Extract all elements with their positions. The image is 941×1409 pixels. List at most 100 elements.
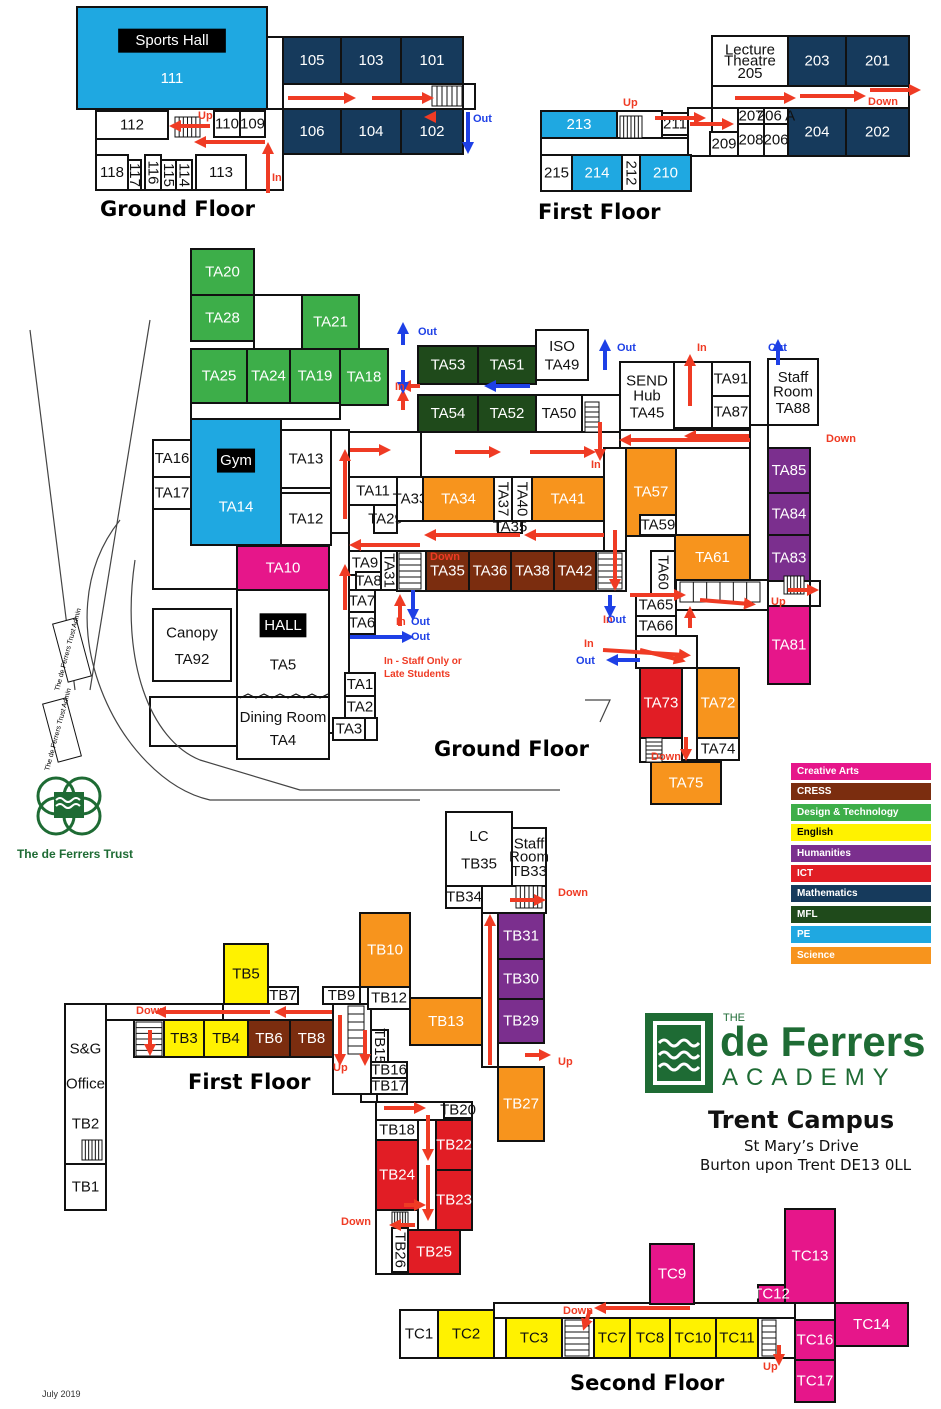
room-ta87: TA87 xyxy=(711,395,751,429)
room-shape xyxy=(239,110,266,138)
room-shape xyxy=(794,1359,836,1403)
room-shape xyxy=(195,154,247,191)
room-tc1: TC1 xyxy=(399,1309,439,1359)
stairs-icon xyxy=(81,1139,103,1161)
room-label: TA51 xyxy=(490,357,525,374)
room-tb27: TB27 xyxy=(497,1066,545,1142)
room-ta17: TA17 xyxy=(152,476,192,510)
room-label: TA91 xyxy=(714,371,749,388)
room-tb24: TB24 xyxy=(375,1139,419,1211)
room-label: TC17 xyxy=(797,1373,834,1390)
room-label: TA16 xyxy=(155,450,190,467)
room-tb13: TB13 xyxy=(409,997,483,1046)
room-ta61: TA61 xyxy=(674,534,751,581)
room-label: TA72 xyxy=(701,695,736,712)
room-shape xyxy=(445,885,483,909)
room-label: TB1 xyxy=(72,1179,100,1196)
room-ta40: TA40 xyxy=(511,476,533,522)
room-label: TB13 xyxy=(428,1013,464,1030)
label-in-ta65: In xyxy=(603,614,613,626)
room-tb29: TB29 xyxy=(497,998,545,1044)
room-shape xyxy=(767,358,819,426)
floor-label-first-top: First Floor xyxy=(538,200,661,224)
room-shape xyxy=(332,717,366,741)
stairs-icon xyxy=(398,552,422,590)
room-ta38: TA38 xyxy=(510,550,555,592)
stairs-icon xyxy=(679,581,761,603)
flow-arrows-red xyxy=(144,84,921,1366)
room-shape xyxy=(696,667,740,739)
room-ta74: TA74 xyxy=(696,737,740,761)
room-label: TA66 xyxy=(639,618,674,635)
room-tb9: TB9 xyxy=(322,986,361,1005)
room-shape xyxy=(767,447,811,494)
room-tb31: TB31 xyxy=(497,912,545,960)
room-114: 114 xyxy=(175,159,193,191)
room-203: 203 xyxy=(787,35,847,87)
room-number: TB2 xyxy=(72,1116,100,1133)
room-ta13: TA13 xyxy=(280,429,332,489)
room-label: TA1 xyxy=(347,676,373,693)
room-label: TA50 xyxy=(542,405,577,422)
room-ta16: TA16 xyxy=(152,439,192,478)
room-label: 102 xyxy=(419,123,444,140)
room-shape xyxy=(175,159,193,191)
room-shape xyxy=(639,667,683,739)
label-out-ta6: Out xyxy=(411,616,430,628)
room-ta35b: TA35 xyxy=(493,519,528,536)
room-label: Gym xyxy=(220,452,252,469)
floor-label-ground-main: Ground Floor xyxy=(434,737,590,761)
room-ta51: TA51 xyxy=(477,345,537,385)
room-shape xyxy=(95,110,169,140)
room-number: 111 xyxy=(161,70,184,87)
room-ta60: TA60 xyxy=(650,550,676,595)
room-label: 116 xyxy=(145,161,162,185)
room-label: 202 xyxy=(865,124,890,141)
room-204: 204 xyxy=(787,107,847,157)
room-ta8: TA8 xyxy=(355,571,382,591)
room-label: 109 xyxy=(240,116,265,133)
room-label: 117 xyxy=(126,163,143,187)
room-105: 105 xyxy=(282,36,342,85)
room-label: Canopy xyxy=(166,624,218,641)
room-label: 101 xyxy=(419,52,444,69)
room-label: TB17 xyxy=(371,1078,407,1095)
room-label: TA24 xyxy=(251,368,286,385)
room-shape xyxy=(339,348,389,406)
legend-item: Mathematics xyxy=(791,885,931,903)
room-202: 202 xyxy=(845,107,910,157)
room-shape xyxy=(76,6,268,110)
stairs-icon xyxy=(597,552,623,590)
label-out-send: Out xyxy=(617,342,636,354)
room-shape xyxy=(845,107,910,157)
room-label: 104 xyxy=(358,123,383,140)
room-label: TA60 xyxy=(655,555,672,590)
room-label: TA83 xyxy=(772,550,807,567)
room-104: 104 xyxy=(340,108,402,155)
room-shape xyxy=(635,615,677,637)
room-label: TA25 xyxy=(202,368,237,385)
label-in-send: In xyxy=(697,342,707,354)
room-shape xyxy=(203,1019,249,1058)
label-down-tc: Down xyxy=(563,1305,593,1317)
room-shape xyxy=(282,108,342,155)
room-tb1: TB1 xyxy=(64,1163,107,1211)
room-shape xyxy=(535,394,583,433)
room-label: 206 A xyxy=(757,108,795,125)
room-shape xyxy=(289,348,341,404)
room-ta75: TA75 xyxy=(650,761,722,805)
room-label: TC3 xyxy=(520,1330,548,1347)
room-label: TA59 xyxy=(641,517,676,534)
room-label: TA11 xyxy=(356,483,390,500)
room-shape xyxy=(845,35,910,87)
room-shape xyxy=(593,1317,631,1359)
legend-item: ICT xyxy=(791,864,931,882)
room-label: 208 xyxy=(738,132,763,149)
room-label: 201 xyxy=(865,53,890,70)
room-210: 210 xyxy=(639,154,692,192)
room-shape xyxy=(425,550,470,592)
room-label: TB3 xyxy=(170,1030,198,1047)
label-out-hall: Out xyxy=(411,631,430,643)
label-down-tb24: Down xyxy=(341,1216,371,1228)
room-label: TA54 xyxy=(431,405,466,422)
